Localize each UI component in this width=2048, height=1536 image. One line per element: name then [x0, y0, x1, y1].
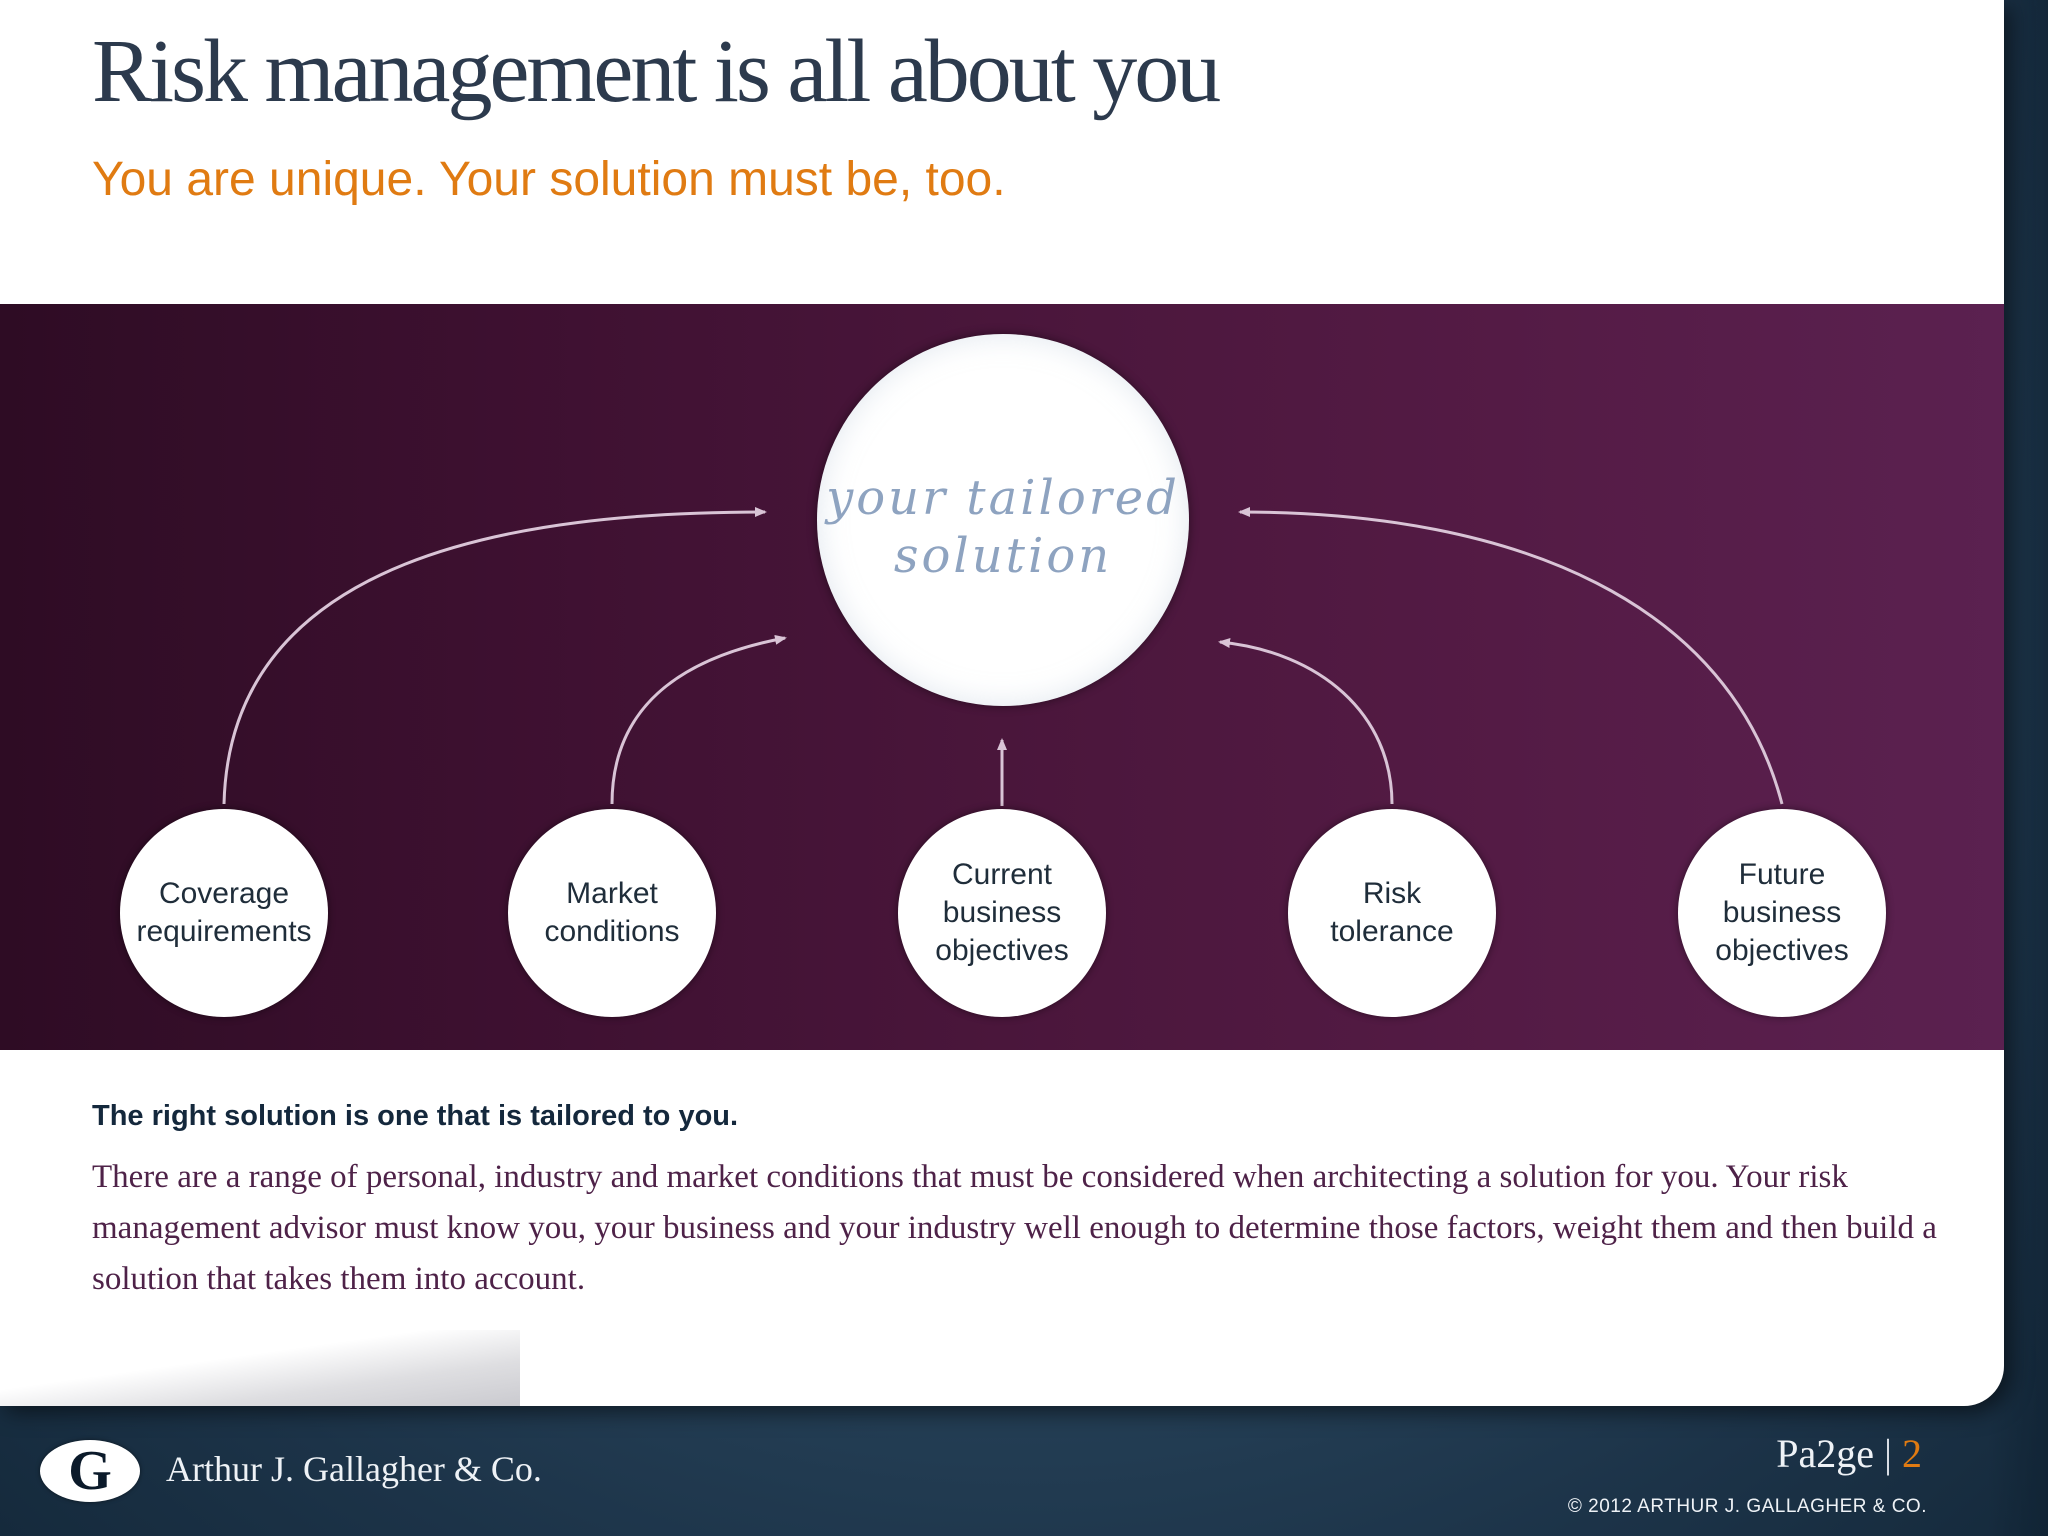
page-number-value: 2: [1902, 1431, 1922, 1476]
arrow-coverage: [222, 507, 767, 805]
factor-current-business-objectives: Current business objectives: [898, 809, 1106, 1017]
center-solution-circle: your tailored solution: [817, 334, 1189, 706]
arrow-future: [1238, 507, 1784, 805]
factor-label: Risk tolerance: [1330, 877, 1454, 948]
gallagher-logo-icon: G: [40, 1440, 140, 1502]
page-subtitle: You are unique. Your solution must be, t…: [92, 153, 1006, 206]
factor-label: Coverage requirements: [136, 877, 312, 948]
slide-page: Risk management is all about you You are…: [0, 22, 2004, 1406]
copyright-notice: © 2012 ARTHUR J. GALLAGHER & CO.: [1567, 1496, 1927, 1517]
factor-label: Future business objectives: [1715, 858, 1849, 967]
page-label: Pa2ge: [1776, 1431, 1874, 1476]
page-title: Risk management is all about you: [92, 22, 1221, 121]
body-paragraph: There are a range of personal, industry …: [92, 1159, 1937, 1297]
diagram-band: your tailored solution Coverage requirem…: [0, 304, 2004, 1050]
factor-label: Market conditions: [544, 877, 680, 948]
section-heading: The right solution is one that is tailor…: [92, 1100, 739, 1132]
factor-market-conditions: Market conditions: [508, 809, 716, 1017]
page-number: Pa2ge | 2: [1776, 1430, 1922, 1477]
page-separator: |: [1883, 1431, 1892, 1476]
company-name: Arthur J. Gallagher & Co.: [166, 1449, 542, 1489]
factor-label: Current business objectives: [935, 858, 1069, 967]
factor-future-business-objectives: Future business objectives: [1678, 809, 1886, 1017]
connector-arrows: [222, 507, 1784, 806]
arrow-risk: [1218, 638, 1394, 805]
factor-risk-tolerance: Risk tolerance: [1288, 809, 1496, 1017]
center-solution-text: your tailored solution: [826, 470, 1180, 584]
factor-coverage-requirements: Coverage requirements: [120, 809, 328, 1017]
page-curl-shadow: [0, 1330, 520, 1406]
arrow-market: [610, 634, 787, 805]
